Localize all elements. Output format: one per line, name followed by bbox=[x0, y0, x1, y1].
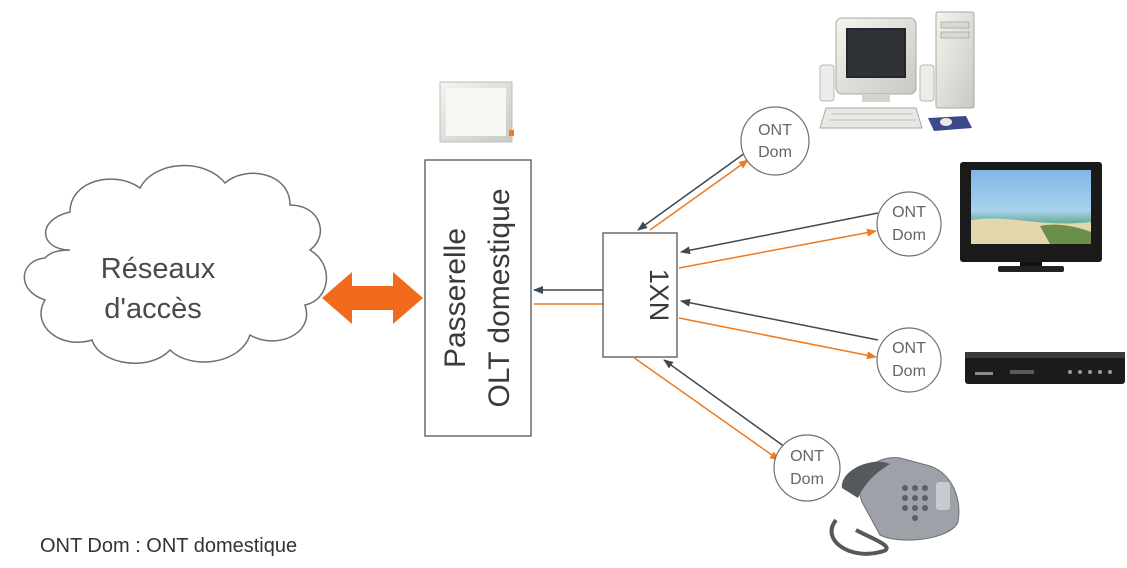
splitter-label: 1XN bbox=[644, 269, 674, 322]
computer-icon bbox=[819, 11, 975, 131]
access-network-cloud: Réseaux d'accès bbox=[23, 164, 327, 364]
ont-node-1-line2: Dom bbox=[758, 144, 792, 161]
ont-node-3-line2: Dom bbox=[892, 363, 926, 380]
gateway-device-icon bbox=[439, 81, 514, 143]
downstream-arrow-ont-4 bbox=[632, 356, 780, 461]
ont-node-1-line1: ONT bbox=[758, 122, 792, 139]
gateway-label-line1: Passerelle bbox=[439, 228, 472, 368]
upstream-arrow-ont-3 bbox=[680, 298, 879, 341]
cloud-label-line2: d'accès bbox=[104, 293, 201, 325]
ont-node-3-line1: ONT bbox=[892, 340, 926, 357]
ont-node-2-line2: Dom bbox=[892, 227, 926, 244]
telephone-icon bbox=[829, 457, 960, 556]
upstream-arrow-ont-1 bbox=[637, 152, 746, 231]
cloud-label-line1: Réseaux bbox=[101, 253, 216, 285]
ont-node-2-line1: ONT bbox=[892, 204, 926, 221]
ont-node-4-line2: Dom bbox=[790, 471, 824, 488]
ont-node-2: ONT Dom bbox=[876, 191, 942, 257]
upstream-arrow-ont-4 bbox=[663, 359, 786, 448]
ont-node-3: ONT Dom bbox=[876, 327, 942, 393]
ont-node-1: ONT Dom bbox=[740, 106, 810, 176]
ont-node-4: ONT Dom bbox=[773, 434, 841, 502]
downstream-arrow-ont-1 bbox=[649, 159, 749, 231]
olt-gateway-box: Passerelle OLT domestique bbox=[424, 159, 532, 437]
bidirectional-link-arrow bbox=[322, 272, 423, 324]
set-top-box-icon bbox=[965, 352, 1125, 384]
splitter-box: 1XN bbox=[602, 232, 678, 358]
downstream-arrow-ont-2 bbox=[678, 228, 877, 269]
television-icon bbox=[960, 162, 1102, 272]
legend-text: ONT Dom : ONT domestique bbox=[40, 535, 297, 557]
ont-node-4-line1: ONT bbox=[790, 448, 824, 465]
upstream-arrow-ont-2 bbox=[680, 212, 879, 255]
downstream-arrow-ont-3 bbox=[678, 317, 877, 360]
gateway-label-line2: OLT domestique bbox=[483, 188, 516, 407]
